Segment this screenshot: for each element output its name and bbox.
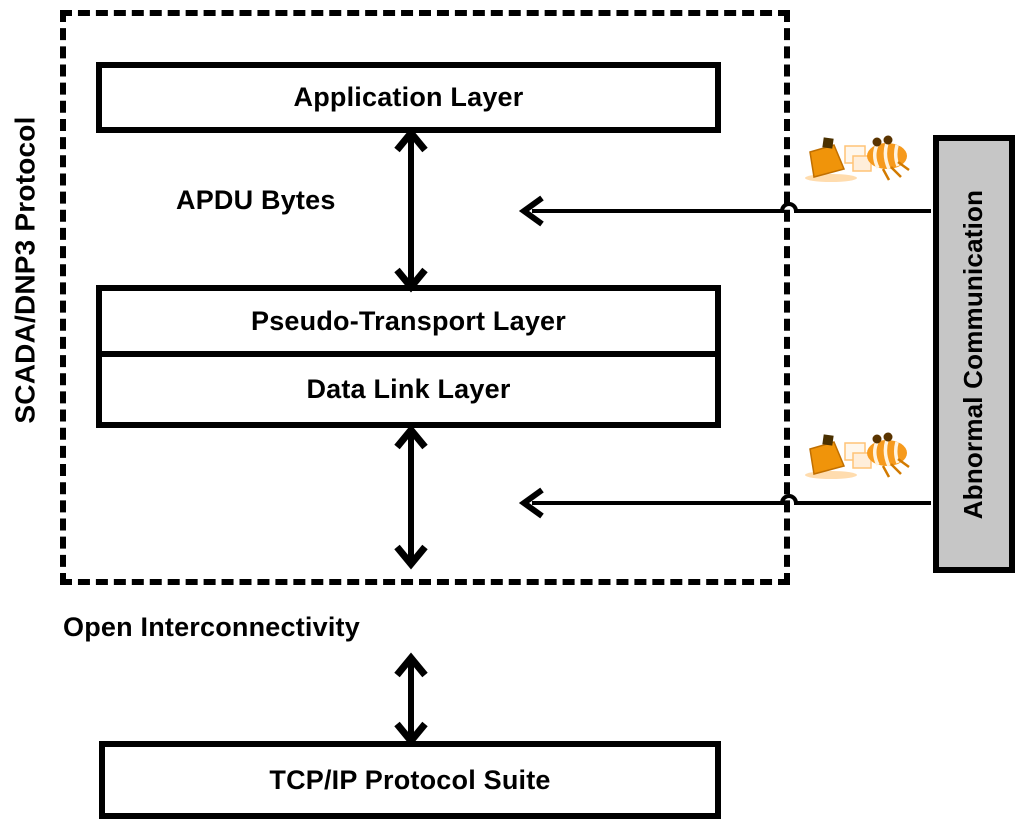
icon-bug-eye-2 [883,135,893,145]
icon-bug-legs [881,160,910,181]
tcpip-protocol-suite-box: TCP/IP Protocol Suite [99,741,721,819]
apdu-bytes-label: APDU Bytes [176,185,336,215]
pseudo-transport-layer-label: Pseudo-Transport Layer [251,305,566,336]
scada-dnp3-side-label: SCADA/DNP3 Protocol [10,116,42,424]
transport-datalink-stack: Pseudo-Transport Layer Data Link Layer [96,285,721,428]
icon-swoosh [805,174,857,182]
icon-bug-stripes [873,142,900,170]
data-link-layer-box: Data Link Layer [102,357,715,422]
icon-bug-legs [881,457,910,478]
tcpip-double-arrow-head-down [394,721,428,747]
abnormal-communication-box: Abnormal Communication [933,135,1015,573]
tcpip-double-arrow-head-up [394,652,428,678]
protocol-dashed-boundary [60,10,790,585]
icon-jug [809,441,846,475]
attack-clipart-icon [803,428,911,480]
icon-swoosh [805,471,857,479]
abnormal-communication-label: Abnormal Communication [958,189,989,519]
attack-clipart-icon [803,131,911,183]
icon-bug-eye-1 [872,434,882,444]
data-link-layer-label: Data Link Layer [306,374,511,404]
scada-dnp3-side-label-wrap: SCADA/DNP3 Protocol [0,50,52,490]
icon-bug-eye-2 [883,432,893,442]
tcpip-double-arrow [394,652,428,747]
tcpip-protocol-suite-label: TCP/IP Protocol Suite [269,764,551,795]
application-layer-label: Application Layer [293,82,524,112]
icon-bug-stripes [873,439,900,467]
icon-jug [809,144,846,178]
icon-jug-cap [822,434,834,446]
attack-clipart-icon-svg [805,432,910,479]
icon-bug-eye-1 [872,137,882,147]
attack-clipart-icon-svg [805,135,910,182]
application-layer-box: Application Layer [96,62,721,133]
pseudo-transport-layer-box: Pseudo-Transport Layer [102,291,715,357]
open-interconnectivity-label: Open Interconnectivity [63,612,360,642]
icon-jug-cap [822,137,834,149]
